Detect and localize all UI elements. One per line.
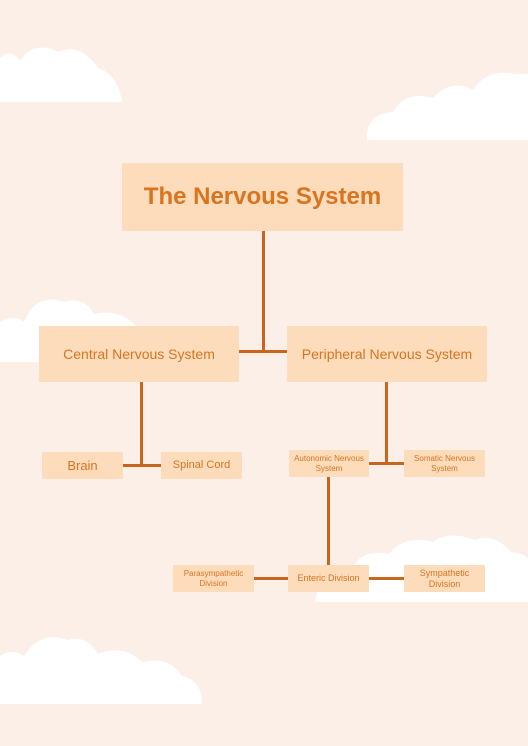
diagram-title: The Nervous System: [122, 163, 403, 231]
cloud-top-left: [0, 47, 122, 102]
connector-autonomic-down: [327, 477, 330, 565]
cloud-bottom-left: [0, 637, 202, 704]
connector-cns-down: [140, 382, 143, 467]
connector-para-enteric: [254, 577, 288, 580]
node-enteric-division: Enteric Division: [288, 565, 369, 592]
node-autonomic-nervous-system: Autonomic Nervous System: [289, 450, 369, 477]
connector-autonomic-somatic: [369, 462, 404, 465]
cloud-top-right: [366, 72, 528, 140]
node-peripheral-nervous-system: Peripheral Nervous System: [287, 326, 487, 382]
connector-title-down: [262, 231, 265, 353]
connector-brain-spinal: [123, 464, 161, 467]
connector-pns-down: [385, 382, 388, 465]
node-brain: Brain: [42, 452, 123, 479]
node-parasympathetic-division: Parasympathetic Division: [173, 565, 254, 592]
connector-cns-pns: [239, 350, 287, 353]
node-somatic-nervous-system: Somatic Nervous System: [404, 450, 485, 477]
node-spinal-cord: Spinal Cord: [161, 452, 242, 479]
node-central-nervous-system: Central Nervous System: [39, 326, 239, 382]
node-sympathetic-division: Sympathetic Division: [404, 565, 485, 592]
connector-enteric-symp: [369, 577, 404, 580]
